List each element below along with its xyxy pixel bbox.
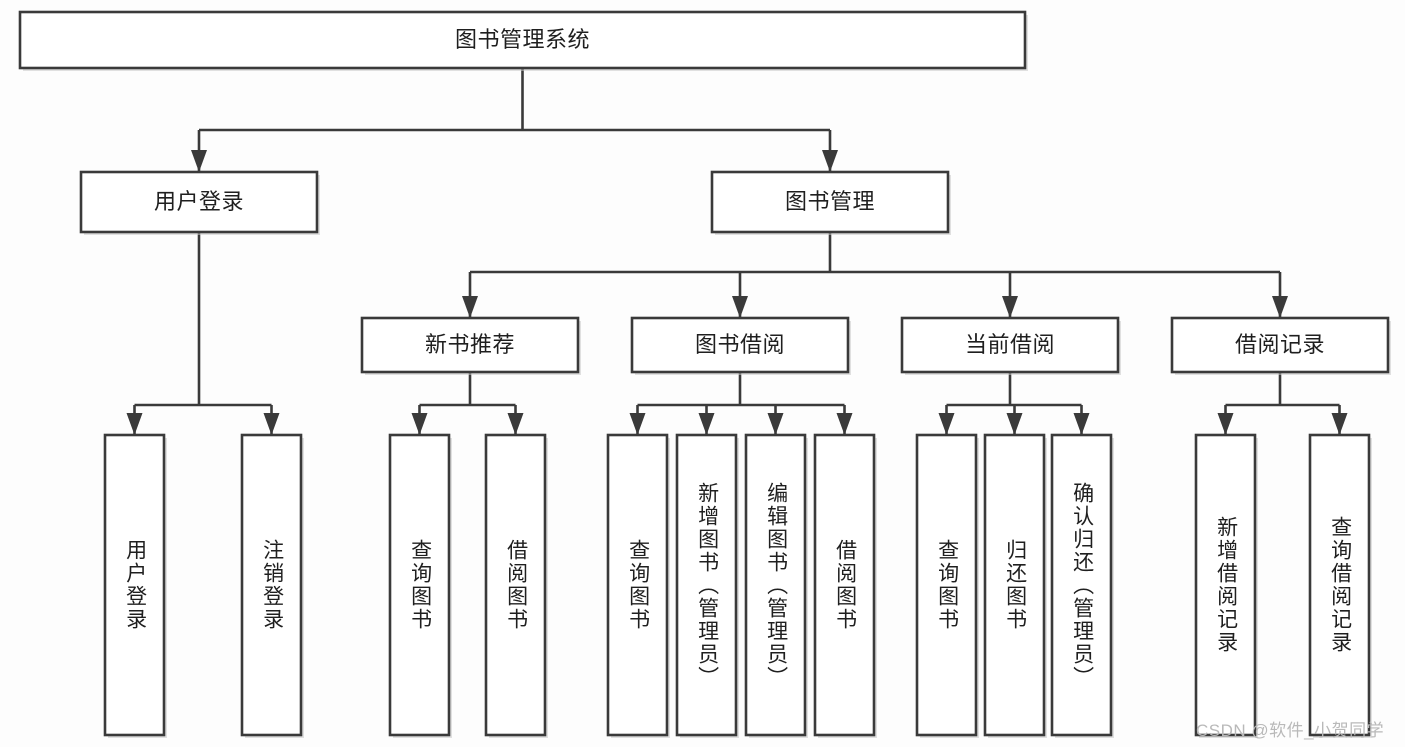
node-box-current-borrow[interactable]	[900, 316, 1120, 374]
arrow-head-icon-leaf-confirm-return-admin	[1073, 413, 1090, 435]
arrow-head-icon-leaf-borrow-book-recommend	[507, 413, 524, 435]
node-box-book-borrow[interactable]	[630, 316, 850, 374]
arrow-head-icon-leaf-query-book-recommend	[411, 413, 428, 435]
arrow-head-icon-user-login	[191, 150, 207, 172]
node-box-new-book-recommend[interactable]	[360, 316, 580, 374]
node-box-root[interactable]	[18, 10, 1027, 70]
node-box-leaf-query-book-borrow[interactable]	[606, 433, 669, 737]
node-box-leaf-borrow-book[interactable]	[813, 433, 876, 737]
arrow-head-icon-leaf-query-book-current	[938, 413, 955, 435]
node-box-leaf-query-book-current[interactable]	[915, 433, 978, 737]
node-box-leaf-user-login[interactable]	[103, 433, 166, 737]
node-box-leaf-query-book-recommend[interactable]	[388, 433, 451, 737]
node-box-leaf-borrow-book-recommend[interactable]	[484, 433, 547, 737]
node-box-leaf-logout[interactable]	[240, 433, 303, 737]
node-box-leaf-return-book[interactable]	[983, 433, 1046, 737]
node-box-leaf-confirm-return-admin[interactable]	[1050, 433, 1113, 737]
arrow-head-icon-leaf-logout	[263, 413, 280, 435]
arrow-head-icon-borrow-record	[1272, 296, 1288, 318]
connectors-layer	[126, 68, 1348, 435]
node-box-borrow-record[interactable]	[1170, 316, 1390, 374]
node-box-leaf-add-book-admin[interactable]	[675, 433, 738, 737]
arrow-head-icon-book-management	[822, 150, 838, 172]
boxes-layer	[18, 10, 1391, 738]
arrow-head-icon-book-borrow	[732, 296, 748, 318]
node-box-book-management[interactable]	[710, 170, 950, 234]
arrow-head-icon-leaf-query-borrow-record	[1331, 413, 1348, 435]
watermark-text: CSDN @软件_小贺同学	[1196, 721, 1385, 740]
arrow-head-icon-leaf-add-book-admin	[698, 413, 715, 435]
arrow-head-icon-leaf-edit-book-admin	[767, 413, 784, 435]
arrow-head-icon-leaf-borrow-book	[836, 413, 853, 435]
node-box-user-login[interactable]	[79, 170, 319, 234]
arrow-head-icon-leaf-user-login	[126, 413, 143, 435]
arrow-head-icon-new-book-recommend	[462, 296, 478, 318]
arrow-head-icon-leaf-return-book	[1006, 413, 1023, 435]
node-box-leaf-add-borrow-record[interactable]	[1194, 433, 1257, 737]
arrow-head-icon-leaf-query-book-borrow	[629, 413, 646, 435]
node-box-leaf-query-borrow-record[interactable]	[1308, 433, 1371, 737]
node-box-leaf-edit-book-admin[interactable]	[744, 433, 807, 737]
arrow-head-icon-leaf-add-borrow-record	[1217, 413, 1234, 435]
arrow-head-icon-current-borrow	[1002, 296, 1018, 318]
